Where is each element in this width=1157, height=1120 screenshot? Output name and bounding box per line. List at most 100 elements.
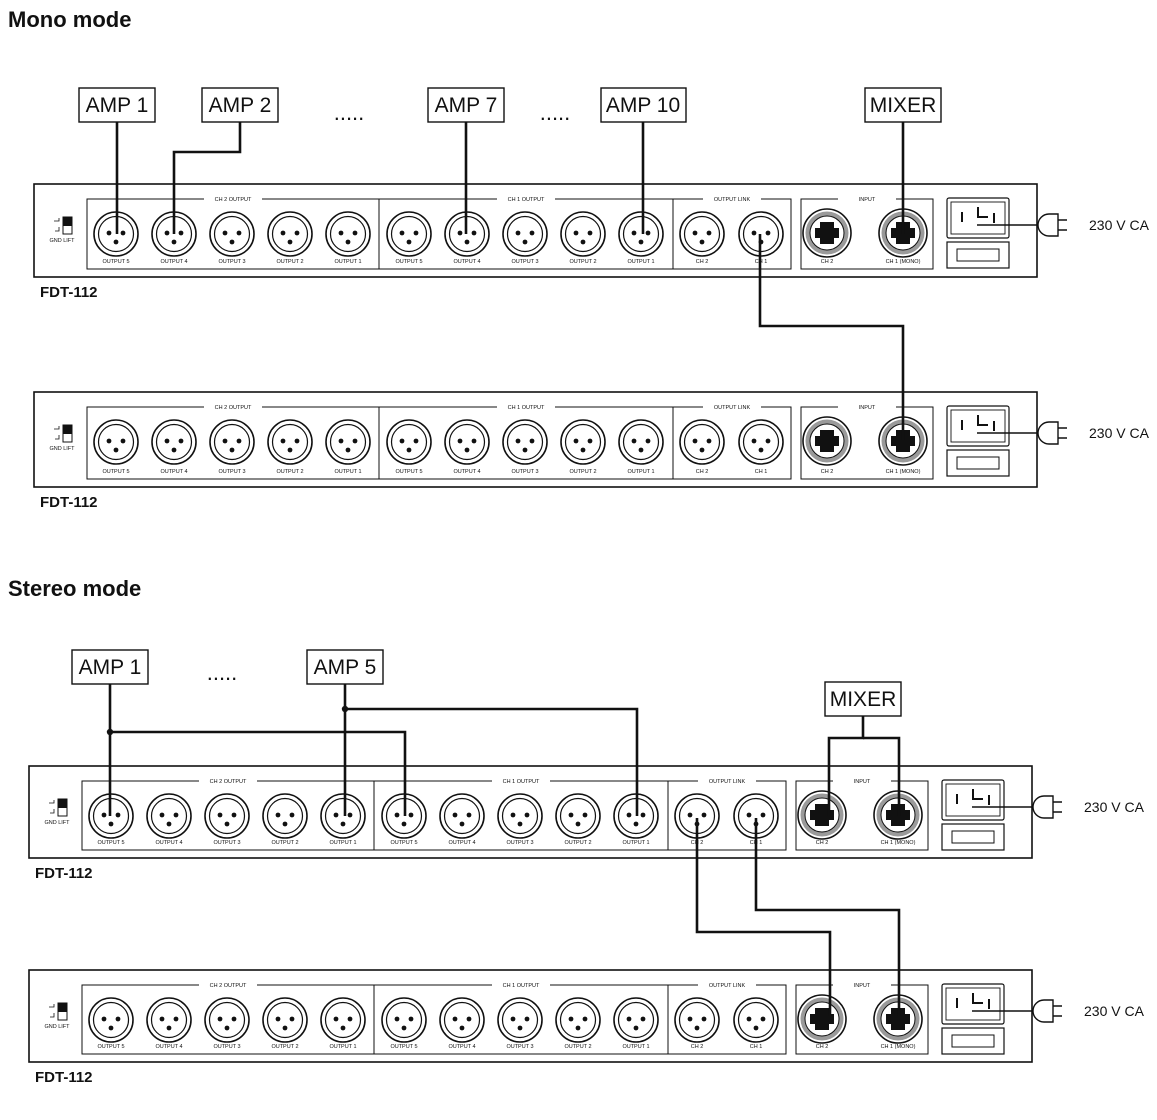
output-link-group: OUTPUT LINK xyxy=(667,777,787,851)
connector-label: OUTPUT 2 xyxy=(276,469,303,475)
connector-label: OUTPUT 2 xyxy=(564,840,591,846)
input-group: INPUT xyxy=(795,777,929,851)
connector-label: OUTPUT 5 xyxy=(390,840,417,846)
connector-label: OUTPUT 4 xyxy=(453,469,480,475)
connector-label: OUTPUT 1 xyxy=(622,1044,649,1050)
xlr-connector-icon xyxy=(204,793,250,839)
ch1-output-group-label: CH 1 OUTPUT xyxy=(508,405,545,411)
connector-label: OUTPUT 2 xyxy=(276,259,303,265)
output-link-group-label: OUTPUT LINK xyxy=(709,983,746,989)
xlr-connector-icon xyxy=(679,419,725,465)
gnd-lift-switch[interactable] xyxy=(54,216,73,235)
amp10-label: AMP 10 xyxy=(606,94,680,117)
mono-labels: AMP 1 AMP 2 ..... AMP 7 ..... AMP 10 MIX… xyxy=(78,87,942,125)
connector-label: OUTPUT 3 xyxy=(506,840,533,846)
xlr-connector-icon xyxy=(386,211,432,257)
xlr-connector-icon xyxy=(679,211,725,257)
amp7-box xyxy=(427,87,505,123)
xlr-connector-icon xyxy=(204,997,250,1043)
cable-amp5-ch1 xyxy=(345,707,639,816)
amp2-box xyxy=(201,87,279,123)
combo-input-icon xyxy=(802,208,852,258)
connector-label: OUTPUT 2 xyxy=(271,1044,298,1050)
connector-label: OUTPUT 3 xyxy=(218,469,245,475)
xlr-connector-icon xyxy=(262,793,308,839)
gnd-lift-label: GND LIFT xyxy=(49,238,75,244)
connector-label: OUTPUT 5 xyxy=(97,1044,124,1050)
mains-plug-icon xyxy=(972,795,1062,819)
power-socket-icon xyxy=(941,983,1005,1055)
model-label: FDT-112 xyxy=(35,1069,93,1086)
cable-mixer-ch1 xyxy=(863,736,901,816)
mains-plug-icon xyxy=(977,421,1067,445)
ch1-output-group-label: CH 1 OUTPUT xyxy=(503,779,540,785)
mixer-label: MIXER xyxy=(870,94,937,117)
xlr-connector-icon xyxy=(209,419,255,465)
xlr-connector-icon xyxy=(497,793,543,839)
input-group-label: INPUT xyxy=(859,405,876,411)
connector-label: OUTPUT 2 xyxy=(569,259,596,265)
xlr-connector-icon xyxy=(386,419,432,465)
connector-label: CH 2 xyxy=(696,259,709,265)
connector-label: OUTPUT 4 xyxy=(155,840,182,846)
output-link-group: OUTPUT LINK xyxy=(672,195,792,270)
input-label: CH 1 (MONO) xyxy=(881,1044,916,1050)
ch2-output-group-label: CH 2 OUTPUT xyxy=(210,983,247,989)
xlr-connector-icon xyxy=(738,419,784,465)
xlr-connector-icon xyxy=(262,997,308,1043)
junction-dot xyxy=(341,705,349,713)
power-label: 230 V CA xyxy=(1084,1003,1145,1019)
output-link-group-label: OUTPUT LINK xyxy=(714,197,751,203)
stereo-mode-title: Stereo mode xyxy=(8,576,141,601)
connector-label: OUTPUT 2 xyxy=(564,1044,591,1050)
connector-label: OUTPUT 3 xyxy=(511,469,538,475)
connector-label: OUTPUT 1 xyxy=(329,1044,356,1050)
input-group: INPUT xyxy=(800,403,934,480)
model-label: FDT-112 xyxy=(35,865,93,882)
gnd-lift-switch[interactable] xyxy=(49,798,68,817)
ch2-output-group-label: CH 2 OUTPUT xyxy=(210,779,247,785)
power-socket-icon xyxy=(946,405,1010,477)
ch1-output-group-label: CH 1 OUTPUT xyxy=(503,983,540,989)
input-group-label: INPUT xyxy=(859,197,876,203)
ch2-output-group-label: CH 2 OUTPUT xyxy=(215,405,252,411)
connector-label: OUTPUT 5 xyxy=(102,259,129,265)
gnd-lift-switch[interactable] xyxy=(49,1002,68,1021)
model-label: FDT-112 xyxy=(40,284,98,301)
mixer-label: MIXER xyxy=(830,688,897,711)
xlr-connector-icon xyxy=(502,211,548,257)
input-group: INPUT xyxy=(795,981,929,1055)
cable-amp2 xyxy=(172,122,242,234)
xlr-connector-icon xyxy=(618,211,664,257)
power-label: 230 V CA xyxy=(1084,799,1145,815)
input-group-label: INPUT xyxy=(854,779,871,785)
input-label: CH 2 xyxy=(816,840,829,846)
amp5-label: AMP 5 xyxy=(314,656,377,679)
mixer-box xyxy=(864,87,942,123)
amp2-label: AMP 2 xyxy=(209,94,272,117)
connector-label: OUTPUT 3 xyxy=(506,1044,533,1050)
input-label: CH 1 (MONO) xyxy=(886,469,921,475)
combo-input-icon xyxy=(873,994,923,1044)
cable-mixer-ch2 xyxy=(827,716,865,816)
amp1-box xyxy=(78,87,156,123)
connector-label: OUTPUT 1 xyxy=(627,469,654,475)
connector-label: OUTPUT 4 xyxy=(160,469,187,475)
input-group: INPUT xyxy=(800,195,934,270)
input-label: CH 1 (MONO) xyxy=(881,840,916,846)
connector-label: OUTPUT 1 xyxy=(627,259,654,265)
cable-link xyxy=(758,234,905,440)
mono-cables xyxy=(115,122,905,440)
ellipsis: ..... xyxy=(207,660,238,685)
gnd-lift-label: GND LIFT xyxy=(49,446,75,452)
stereo-cables xyxy=(106,684,901,1016)
xlr-connector-icon xyxy=(560,211,606,257)
xlr-connector-icon xyxy=(93,419,139,465)
connector-label: OUTPUT 3 xyxy=(213,840,240,846)
connector-label: OUTPUT 4 xyxy=(453,259,480,265)
gnd-lift-switch[interactable] xyxy=(54,424,73,443)
xlr-connector-icon xyxy=(497,997,543,1043)
